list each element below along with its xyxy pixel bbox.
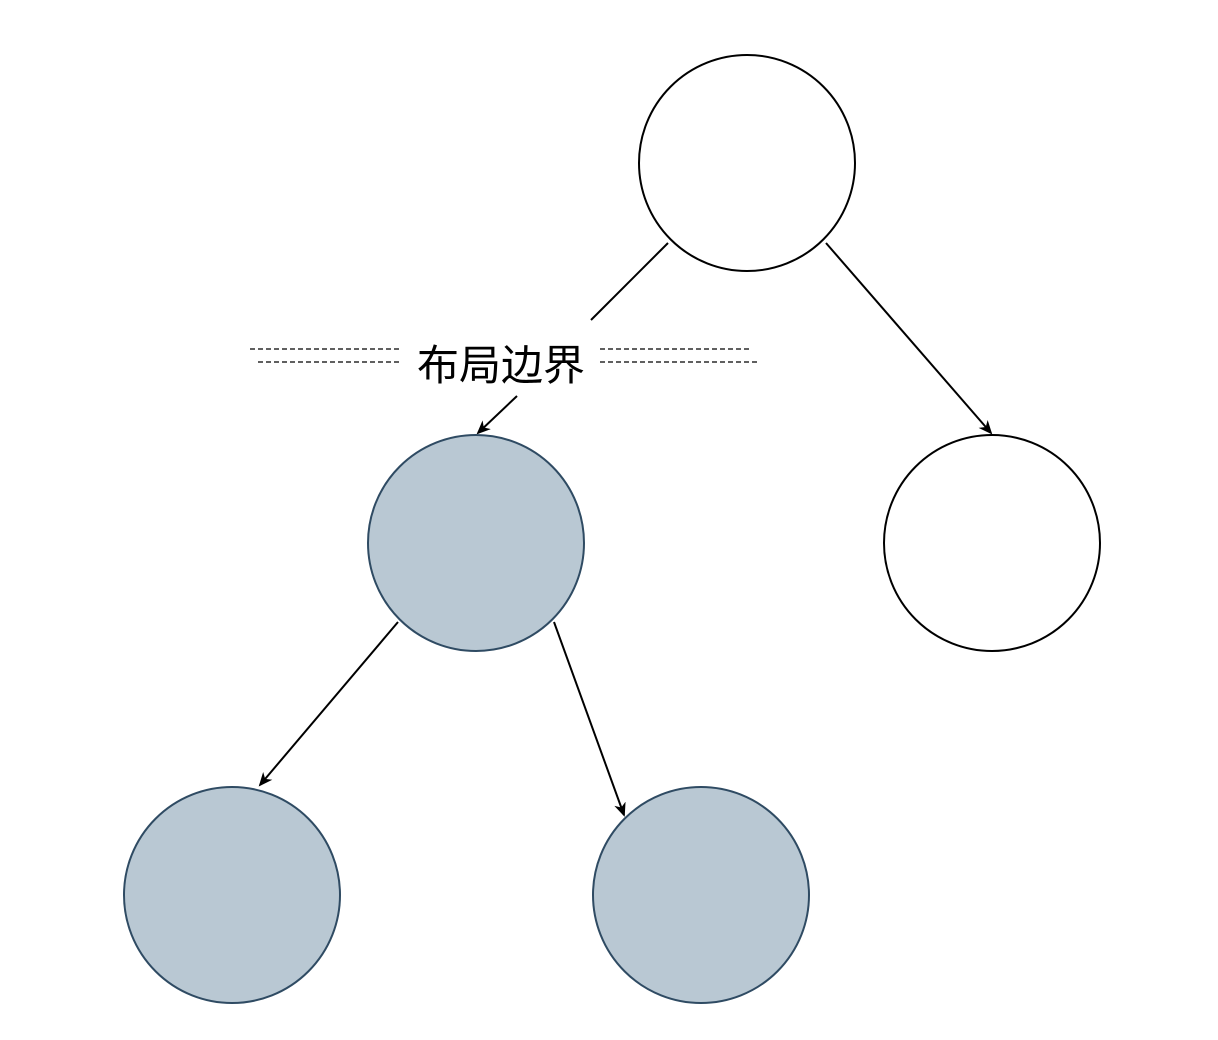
edge-root-to-left-child-lower: [476, 395, 518, 435]
layout-boundary-line: [250, 348, 757, 363]
root-node: [638, 54, 856, 272]
edge-left-child-to-left-right-grandchild: [553, 621, 626, 817]
edge-root-to-left-child-upper: [590, 242, 669, 321]
left-right-grandchild-node: [592, 786, 810, 1004]
left-left-grandchild-node: [123, 786, 341, 1004]
edge-left-child-to-left-left-grandchild: [258, 621, 399, 787]
left-child-node: [367, 434, 585, 652]
edge-root-to-right-child: [825, 242, 993, 435]
right-child-node: [883, 434, 1101, 652]
layout-boundary-label: 布局边界: [417, 341, 585, 390]
